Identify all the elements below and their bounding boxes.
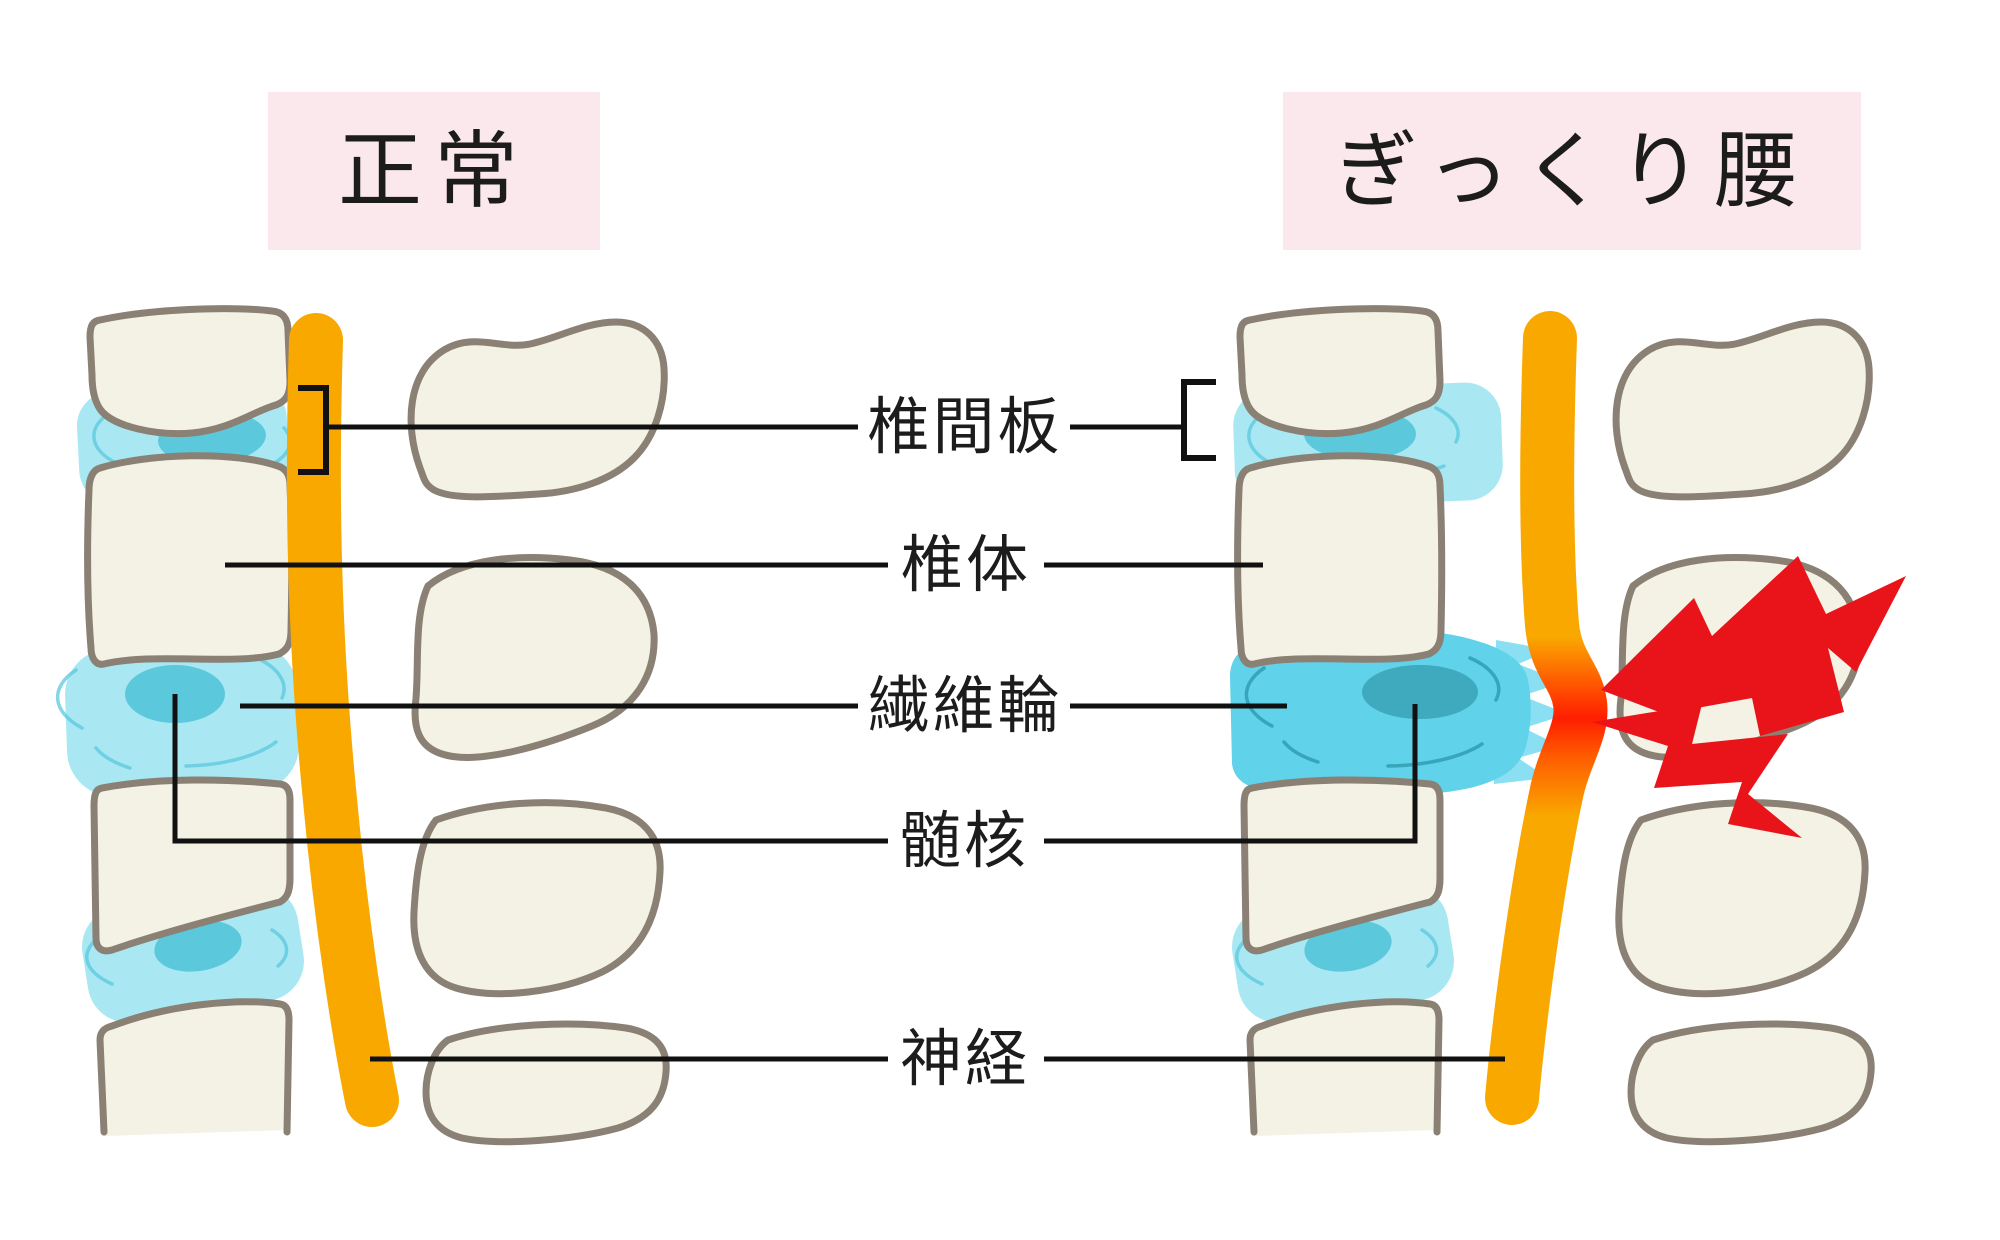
disc-bracket-right bbox=[1181, 379, 1216, 461]
spinal-nerve-normal bbox=[286, 313, 399, 1127]
disc-bracket-left bbox=[298, 385, 329, 475]
strained-spine-panel bbox=[1224, 309, 1906, 1142]
pain-lightning-upper-icon bbox=[1601, 556, 1906, 736]
normal-title: 正常 bbox=[337, 122, 530, 220]
strained-title-box: ぎっくり腰 bbox=[1283, 92, 1861, 250]
strained-title: ぎっくり腰 bbox=[1333, 122, 1811, 220]
label-nerve: 神経 bbox=[899, 1022, 1031, 1095]
label-intervertebral-disc: 椎間板 bbox=[867, 390, 1063, 463]
normal-spine-panel bbox=[55, 309, 667, 1142]
label-vertebral-body: 椎体 bbox=[900, 528, 1032, 601]
normal-title-box: 正常 bbox=[268, 92, 600, 250]
pointer-lines bbox=[172, 379, 1505, 1062]
label-annulus-fibrosus: 繊維輪 bbox=[867, 669, 1063, 742]
label-nucleus-pulposus: 髄核 bbox=[898, 804, 1030, 877]
pain-lightning-lower-icon bbox=[1592, 704, 1802, 838]
spinous-processes bbox=[411, 322, 666, 1142]
pinched-spinal-nerve bbox=[1485, 311, 1608, 1125]
